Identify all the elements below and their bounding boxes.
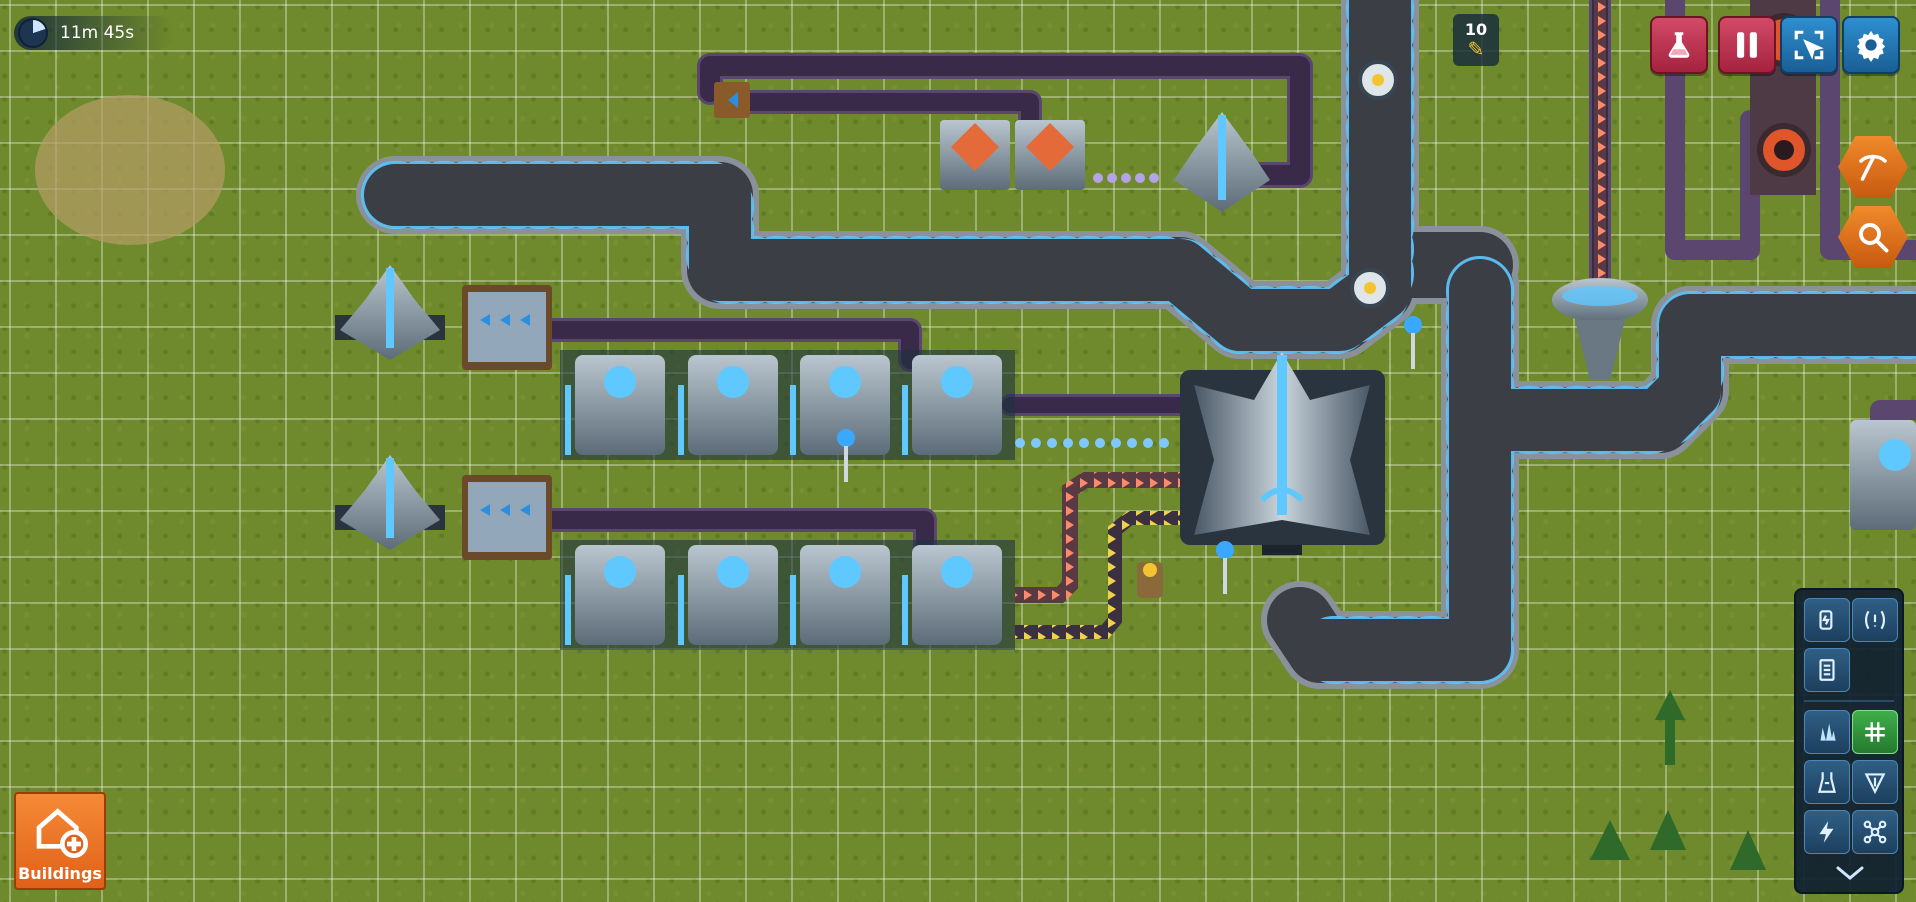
smelter-top-1[interactable] (940, 120, 1010, 190)
lamp-post-2[interactable] (1216, 541, 1234, 594)
assembler-row-top[interactable] (560, 350, 1015, 460)
clock-icon (18, 18, 48, 48)
selection-icon (1794, 30, 1824, 60)
select-button[interactable] (1780, 16, 1838, 74)
buildings-label: Buildings (18, 864, 102, 883)
pause-button[interactable] (1718, 16, 1776, 74)
power-button[interactable] (1804, 810, 1850, 854)
list-icon (1819, 659, 1835, 681)
drill-button[interactable] (1852, 760, 1898, 804)
tower-button[interactable] (1804, 760, 1850, 804)
blueprint-counter[interactable]: 10 ✎ (1453, 14, 1499, 66)
game-timer: 11m 45s (14, 16, 174, 50)
trees (1590, 690, 1766, 870)
assembler-row-bottom[interactable] (560, 540, 1015, 650)
dirt-patch (35, 95, 225, 245)
list-button[interactable] (1804, 648, 1850, 692)
alert-icon (1864, 610, 1886, 630)
research-button[interactable] (1650, 16, 1708, 74)
rocket-pad-top[interactable] (1174, 112, 1270, 212)
pause-icon (1737, 32, 1757, 58)
rocket-pad-left-top[interactable] (335, 265, 445, 360)
loader-top[interactable] (462, 285, 552, 370)
side-toolbar (1794, 588, 1904, 894)
tower-right[interactable] (1552, 278, 1648, 380)
loader-bottom[interactable] (462, 475, 552, 560)
pencil-icon: ✎ (1467, 37, 1485, 61)
smelter-top-2[interactable] (1015, 120, 1085, 190)
right-assembler[interactable] (1850, 420, 1916, 530)
grid-toggle-button[interactable] (1852, 710, 1898, 754)
road-network (356, 0, 1916, 689)
small-loader-top[interactable] (714, 82, 750, 118)
orange-chevron-belt (1015, 472, 1180, 603)
panel-divider (1804, 700, 1894, 702)
lightning-icon (1819, 821, 1834, 843)
drill-icon (1864, 773, 1886, 795)
pickaxe-icon (1859, 154, 1887, 181)
drone-icon (1863, 820, 1887, 844)
battery-button[interactable] (1804, 598, 1850, 642)
counter-value: 10 (1464, 20, 1488, 39)
rocket-pad-left-bottom[interactable] (335, 455, 445, 550)
settings-button[interactable] (1842, 16, 1900, 74)
lamp-post-1[interactable] (1404, 316, 1422, 369)
tower-icon (1818, 772, 1836, 793)
house-plus-icon (36, 808, 88, 858)
flask-icon (1668, 32, 1690, 58)
drone-mid[interactable] (1350, 268, 1390, 308)
lamp-post-3[interactable] (837, 429, 855, 482)
belt-items (1015, 438, 1169, 448)
drone-button[interactable] (1852, 810, 1898, 854)
yellow-chevron-belt (1015, 511, 1180, 639)
central-hub[interactable] (1180, 352, 1385, 555)
battery-icon (1819, 610, 1833, 630)
magnifier-icon (1859, 223, 1889, 253)
gear-icon (1856, 30, 1886, 62)
timer-text: 11m 45s (60, 23, 135, 43)
drone-top[interactable] (1358, 60, 1398, 100)
worker-robot[interactable] (1137, 562, 1163, 598)
crystals-button[interactable] (1804, 710, 1850, 754)
chevron-down-icon[interactable] (1830, 862, 1870, 884)
buildings-button[interactable]: Buildings (14, 792, 106, 890)
crystals-icon (1820, 723, 1836, 741)
purple-belt-items (1093, 173, 1159, 183)
grid-icon (1865, 722, 1885, 742)
alerts-button[interactable] (1852, 598, 1898, 642)
